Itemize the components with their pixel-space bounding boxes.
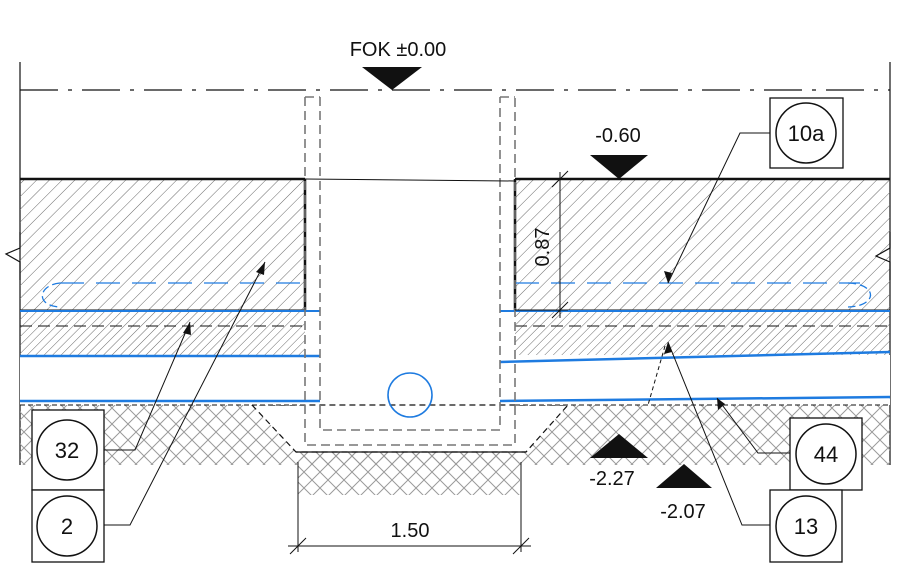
fok-level-marker [362,67,422,90]
tag-13-label: 13 [794,514,818,539]
tag-44-label: 44 [814,442,838,467]
height-dimension [515,170,569,319]
blue-lines [20,282,891,403]
level-top-label: -0.60 [595,125,641,147]
tag-13: 13 [769,489,843,563]
tag-10a-label: 10a [788,121,825,146]
level-trench-marker [590,434,648,458]
lower-layers [20,309,890,406]
level-bed-marker [656,464,712,488]
level-top-marker [590,155,648,179]
tag-32: 32 [31,409,105,491]
width-dimension [288,462,531,555]
leader-lines [103,132,790,526]
right-slab [513,177,890,310]
leader-arrowheads [183,262,725,410]
tag-10a: 10a [769,97,844,169]
tag-44: 44 [789,417,863,491]
level-trench-label: -2.27 [589,468,635,490]
left-slab [20,177,307,310]
shaft-outline [304,96,516,446]
height-dimension-label: 0.87 [532,228,554,267]
level-bed-label: -2.07 [660,501,706,523]
pipe-circle [387,372,433,418]
shaft-top-line [304,178,516,182]
width-dimension-label: 1.50 [391,520,430,542]
tag-2-label: 2 [61,514,73,539]
tag-32-label: 32 [55,438,79,463]
fok-level-label: FOK ±0.00 [350,39,447,61]
break-symbols [4,232,891,280]
tag-2: 2 [31,489,105,563]
